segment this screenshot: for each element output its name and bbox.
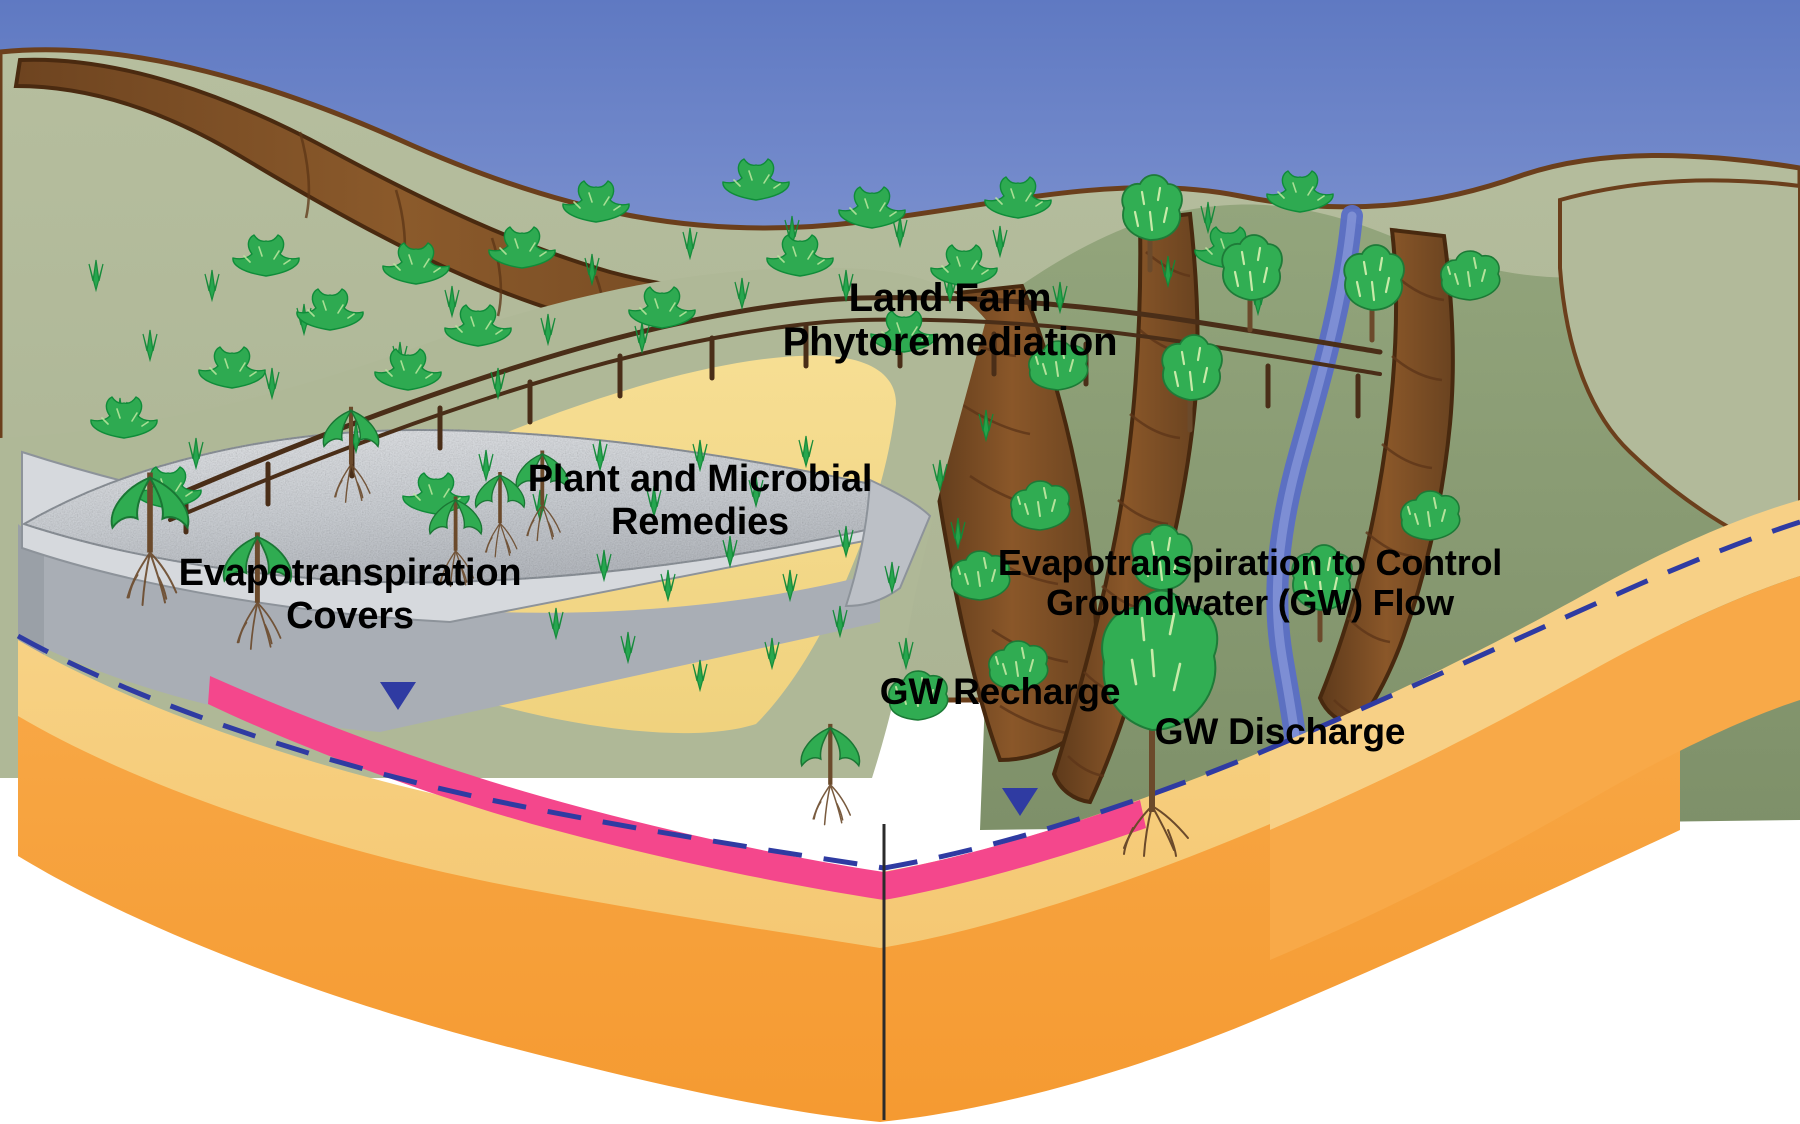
contaminant-plume-left [208,676,884,900]
water-table-left [16,633,885,871]
block-right-edge-slab-lower [1270,576,1800,960]
contaminant-plume-right [884,800,1146,900]
water-table-marker-right [1002,788,1038,816]
et-cover-side-left [18,524,44,660]
saturated-zone-front [18,642,1680,1122]
right-upland-shoulder [1558,178,1800,563]
